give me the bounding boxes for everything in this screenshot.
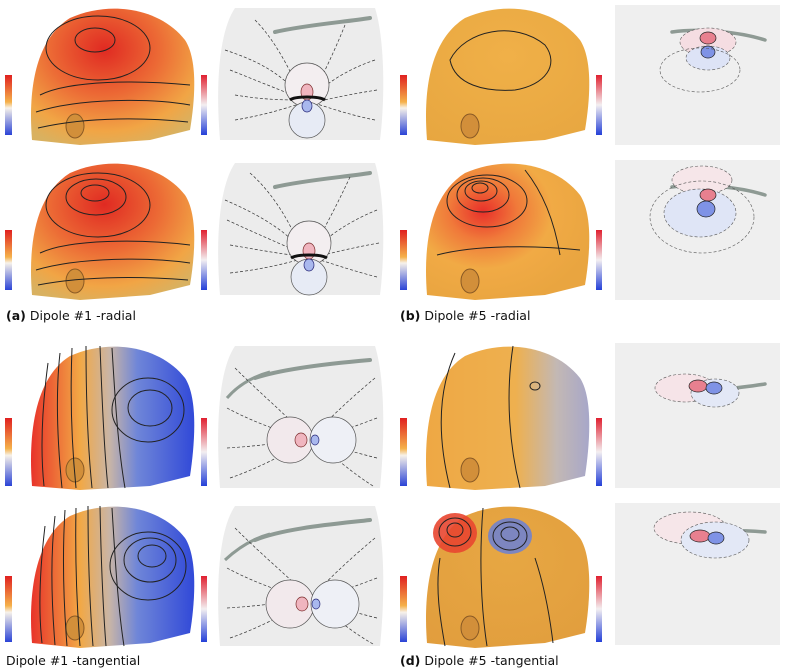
- colorbar: [201, 230, 207, 290]
- colorbar: [5, 75, 12, 135]
- colorbar: [201, 418, 207, 486]
- scalp-potential-map: [5, 505, 195, 648]
- caption-a: (a) Dipole #1 -radial: [6, 308, 136, 323]
- colorbar: [400, 230, 407, 290]
- cortex-slice-map: [596, 343, 780, 488]
- scalp-potential-map: [400, 163, 590, 300]
- cortex-slice-map: [596, 160, 780, 300]
- caption-letter: (a): [6, 308, 26, 323]
- colorbar: [596, 230, 602, 290]
- cortex-slice-map: [201, 506, 384, 646]
- cortex-slice-map: [596, 5, 780, 145]
- colorbar: [596, 75, 602, 135]
- colorbar: [596, 576, 602, 642]
- colorbar: [5, 418, 12, 486]
- colorbar: [596, 418, 602, 486]
- scalp-potential-map: [5, 8, 195, 146]
- colorbar: [201, 75, 207, 135]
- caption-label: Dipole #5 -tangential: [424, 653, 559, 668]
- caption-label: Dipole #1 -radial: [29, 308, 136, 323]
- scalp-potential-map: [400, 506, 590, 648]
- panel-a: [0, 0, 390, 330]
- cortex-slice-map: [201, 8, 384, 140]
- cortex-slice-map: [596, 503, 780, 645]
- scalp-potential-map: [5, 163, 195, 300]
- caption-d: (d) Dipole #5 -tangential: [400, 653, 559, 668]
- caption-c: Dipole #1 -tangential: [6, 653, 140, 668]
- panel-d: [395, 338, 785, 668]
- caption-letter: (d): [400, 653, 421, 668]
- scalp-potential-map: [400, 8, 590, 146]
- colorbar: [5, 576, 12, 642]
- colorbar: [400, 576, 407, 642]
- panel-b: [395, 0, 785, 330]
- panel-c: [0, 338, 390, 668]
- caption-b: (b) Dipole #5 -radial: [400, 308, 530, 323]
- cortex-slice-map: [201, 163, 384, 296]
- scalp-potential-map: [5, 345, 195, 490]
- colorbar: [5, 230, 12, 290]
- colorbar: [201, 576, 207, 642]
- colorbar: [400, 418, 407, 486]
- caption-label: Dipole #1 -tangential: [6, 653, 141, 668]
- scalp-potential-map: [400, 345, 590, 490]
- caption-letter: (b): [400, 308, 421, 323]
- cortex-slice-map: [201, 346, 384, 488]
- caption-label: Dipole #5 -radial: [424, 308, 531, 323]
- colorbar: [400, 75, 407, 135]
